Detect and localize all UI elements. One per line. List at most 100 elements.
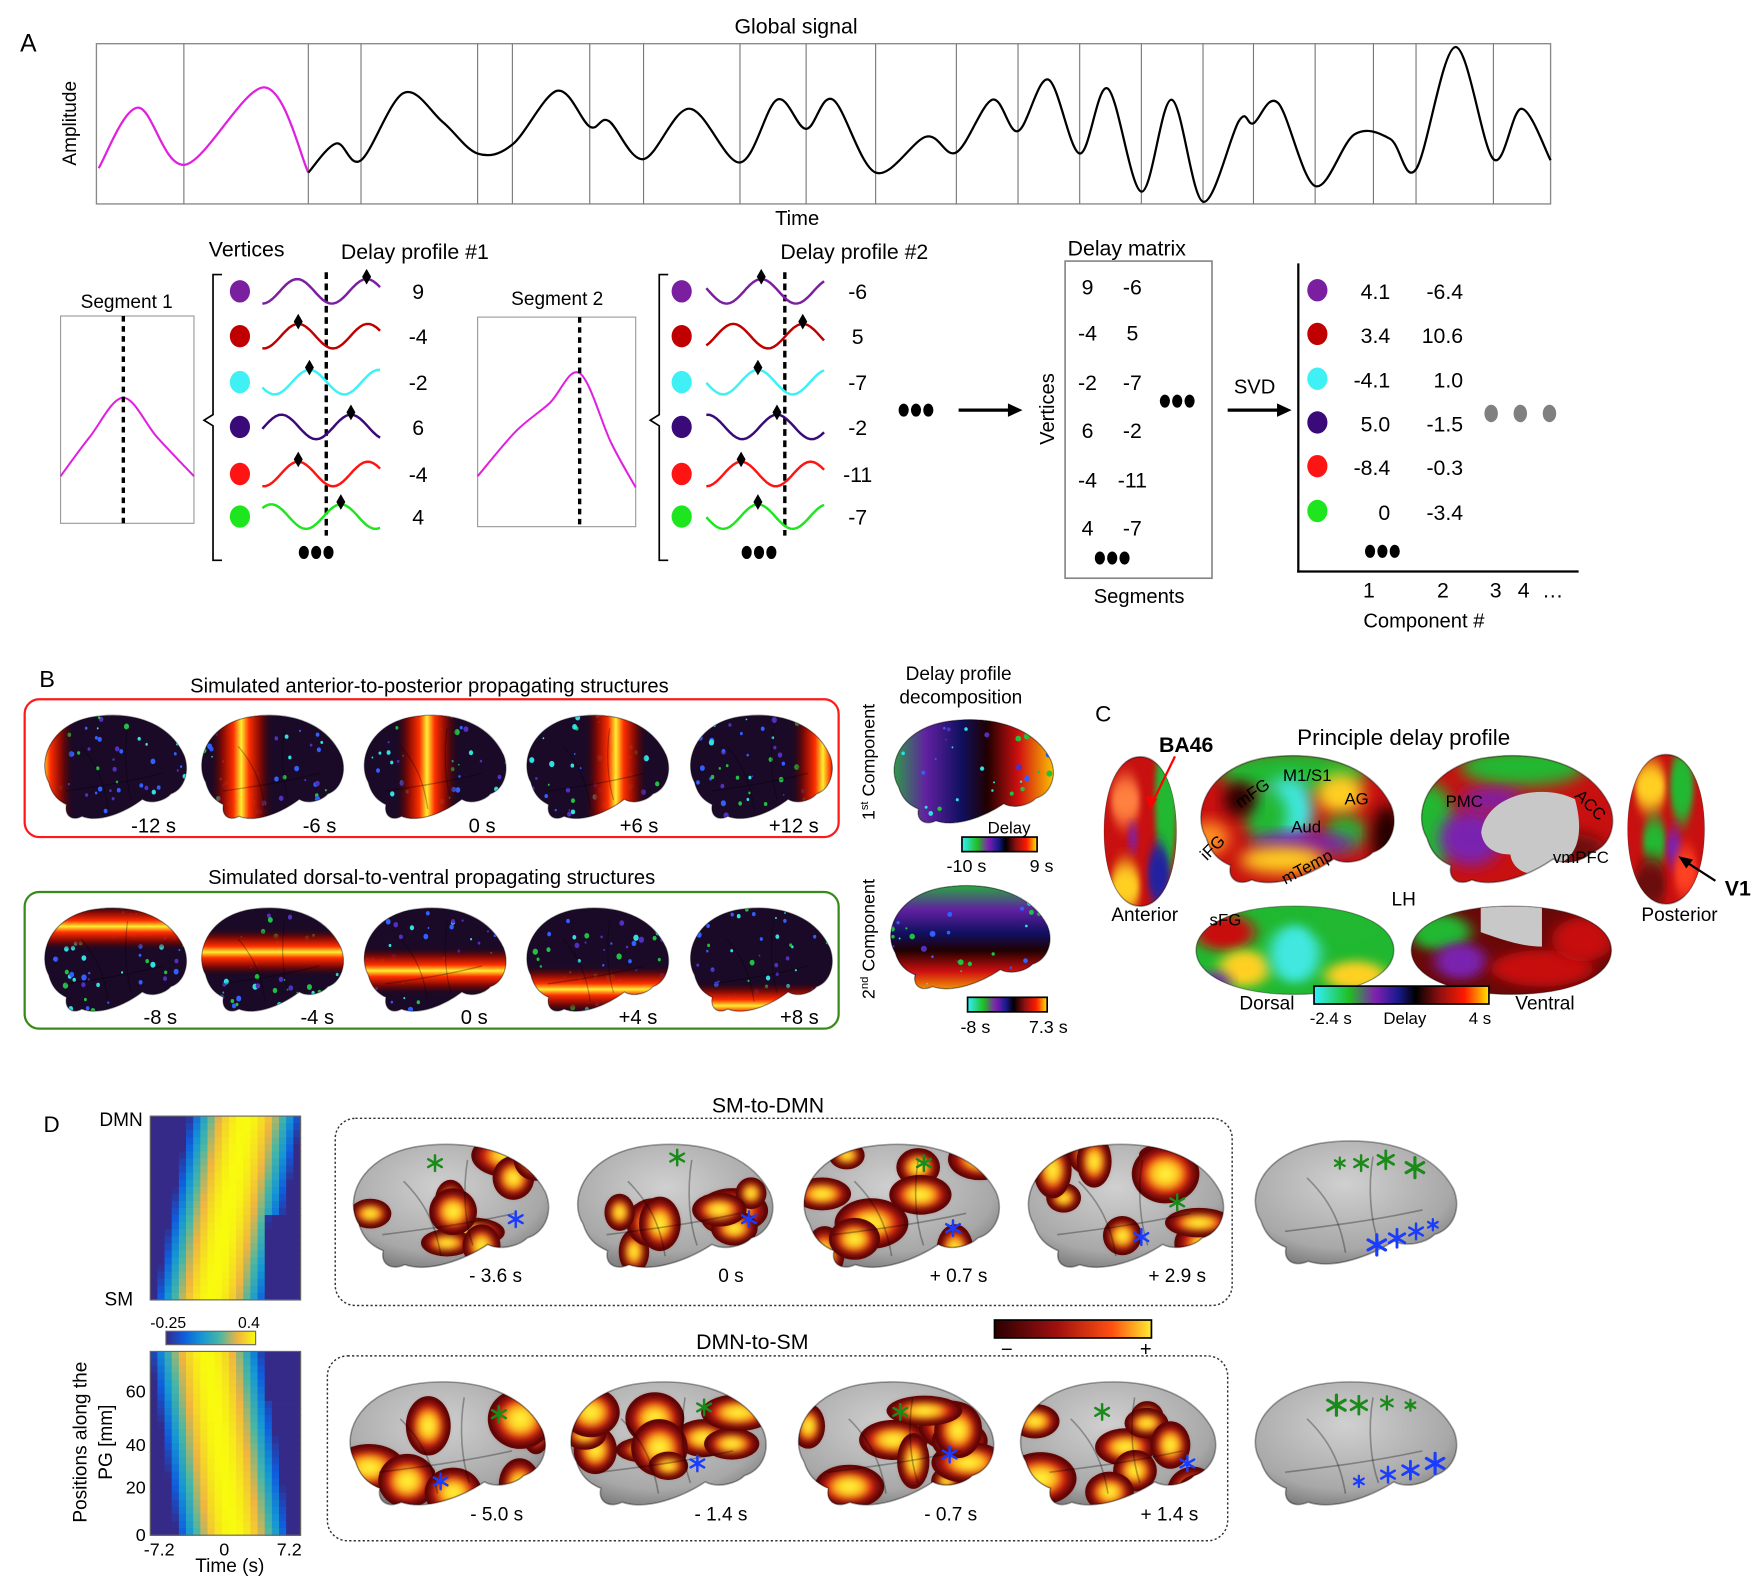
noise-speckle — [1050, 796, 1054, 802]
heatmap-cell — [228, 1172, 237, 1181]
delay-gradient — [894, 719, 1054, 823]
component-tick: 4 — [1518, 578, 1530, 602]
heatmap-cell — [257, 1506, 266, 1515]
ellipsis-dot — [311, 545, 322, 559]
noise-speckle — [663, 803, 669, 810]
noise-speckle — [523, 740, 526, 744]
heatmap-cell — [164, 1521, 173, 1529]
noise-speckle — [37, 743, 41, 747]
activation-blob — [739, 1181, 763, 1205]
simulated-ap-brain — [37, 714, 188, 820]
heatmap-cell — [257, 1137, 266, 1146]
heatmap-cell — [214, 1407, 223, 1416]
heatmap-cell — [207, 1292, 216, 1301]
heatmap-cell — [243, 1379, 252, 1388]
heatmap-cell — [228, 1130, 237, 1138]
heatmap-cell — [250, 1215, 259, 1223]
component-2-colorbar — [966, 996, 1049, 1013]
heatmap-cell — [286, 1186, 294, 1195]
heatmap-cell — [164, 1365, 173, 1374]
heatmap-cell — [164, 1123, 173, 1131]
brain-outline — [1254, 1140, 1458, 1265]
ellipsis-dot — [1389, 544, 1400, 558]
peak-diamond-marker — [293, 313, 303, 330]
heatmap-cell — [178, 1130, 187, 1138]
heatmap-cell — [271, 1528, 280, 1536]
heatmap-cell — [279, 1207, 287, 1216]
heatmap-cell — [171, 1457, 180, 1466]
noise-speckle — [453, 813, 456, 816]
brain-overlay — [1634, 754, 1698, 904]
heatmap-cell — [250, 1351, 259, 1360]
heatmap-cell — [279, 1436, 287, 1444]
heatmap-cell — [150, 1386, 159, 1395]
activation-blob — [1107, 1220, 1138, 1252]
matrix-cell: -4 — [1078, 468, 1097, 492]
heatmap-cell — [214, 1351, 223, 1360]
peak-diamond-marker — [756, 268, 766, 285]
noise-speckle — [168, 720, 173, 727]
noise-speckle — [213, 722, 219, 729]
noise-speckle — [507, 988, 509, 990]
heatmap-cell — [250, 1137, 259, 1146]
heatmap-cell — [286, 1393, 294, 1402]
arrow-head — [1277, 403, 1292, 417]
heatmap-cell — [150, 1407, 159, 1416]
noise-speckle — [218, 1009, 222, 1012]
time-label: -6 s — [303, 816, 337, 838]
heatmap-cell — [257, 1393, 266, 1402]
heatmap-cell — [200, 1271, 209, 1280]
heatmap-cell — [207, 1186, 216, 1195]
heatmap-cell — [186, 1443, 194, 1452]
heatmap-cell — [157, 1521, 166, 1529]
heatmap-cell — [286, 1386, 294, 1395]
x-tick-label: -7.2 — [144, 1539, 175, 1559]
heatmap-cell — [221, 1137, 230, 1146]
heatmap-cell — [228, 1450, 237, 1459]
heatmap-cell — [279, 1407, 287, 1416]
asterisk-stroke — [1387, 1232, 1407, 1245]
activation-blob — [433, 1192, 473, 1231]
heatmap-cell — [157, 1485, 166, 1494]
noise-speckle — [381, 908, 384, 910]
heatmap-cell — [157, 1123, 166, 1131]
heatmap-cell — [243, 1200, 252, 1209]
heatmap-cell — [236, 1400, 244, 1409]
activation-blob — [1080, 1144, 1108, 1184]
heatmap-cell — [200, 1393, 209, 1402]
component-1-value: -4.1 — [1354, 369, 1391, 393]
noise-speckle — [693, 998, 697, 1003]
heatmap-cell — [228, 1271, 237, 1280]
brain-outline — [1019, 1381, 1217, 1506]
heatmap-cell — [243, 1222, 252, 1230]
heatmap-cell — [164, 1257, 173, 1266]
heatmap-cell — [293, 1450, 302, 1459]
heatmap-cell — [250, 1393, 259, 1402]
component-1-brain — [893, 719, 1054, 824]
noise-speckle — [979, 766, 985, 771]
heatmap-cell — [250, 1257, 259, 1266]
heatmap-cell — [279, 1443, 287, 1452]
ventral-view-brain — [1410, 905, 1613, 995]
heatmap-cell — [178, 1179, 187, 1188]
heatmap-cell — [271, 1278, 280, 1287]
noise-speckle — [500, 1015, 502, 1017]
heatmap-cell — [250, 1193, 259, 1202]
heatmap-cell — [157, 1528, 166, 1536]
heatmap-cell — [193, 1351, 201, 1360]
global-signal-segment-trace — [97, 86, 310, 174]
heatmap-cell — [279, 1415, 287, 1423]
propagation-band — [526, 908, 669, 1012]
heatmap-cell — [150, 1207, 159, 1216]
heatmap-cell — [221, 1236, 230, 1244]
heatmap-cell — [279, 1521, 287, 1529]
heatmap-cell — [193, 1393, 201, 1402]
heatmap-cell — [264, 1513, 273, 1522]
heatmap-cell — [286, 1351, 294, 1360]
heatmap-cell — [193, 1200, 201, 1209]
brain-overlay — [201, 715, 344, 819]
heatmap-cell — [186, 1250, 194, 1259]
heatmap-cell — [178, 1478, 187, 1487]
activation-blob — [410, 1400, 447, 1452]
heatmap-cell — [150, 1422, 159, 1430]
